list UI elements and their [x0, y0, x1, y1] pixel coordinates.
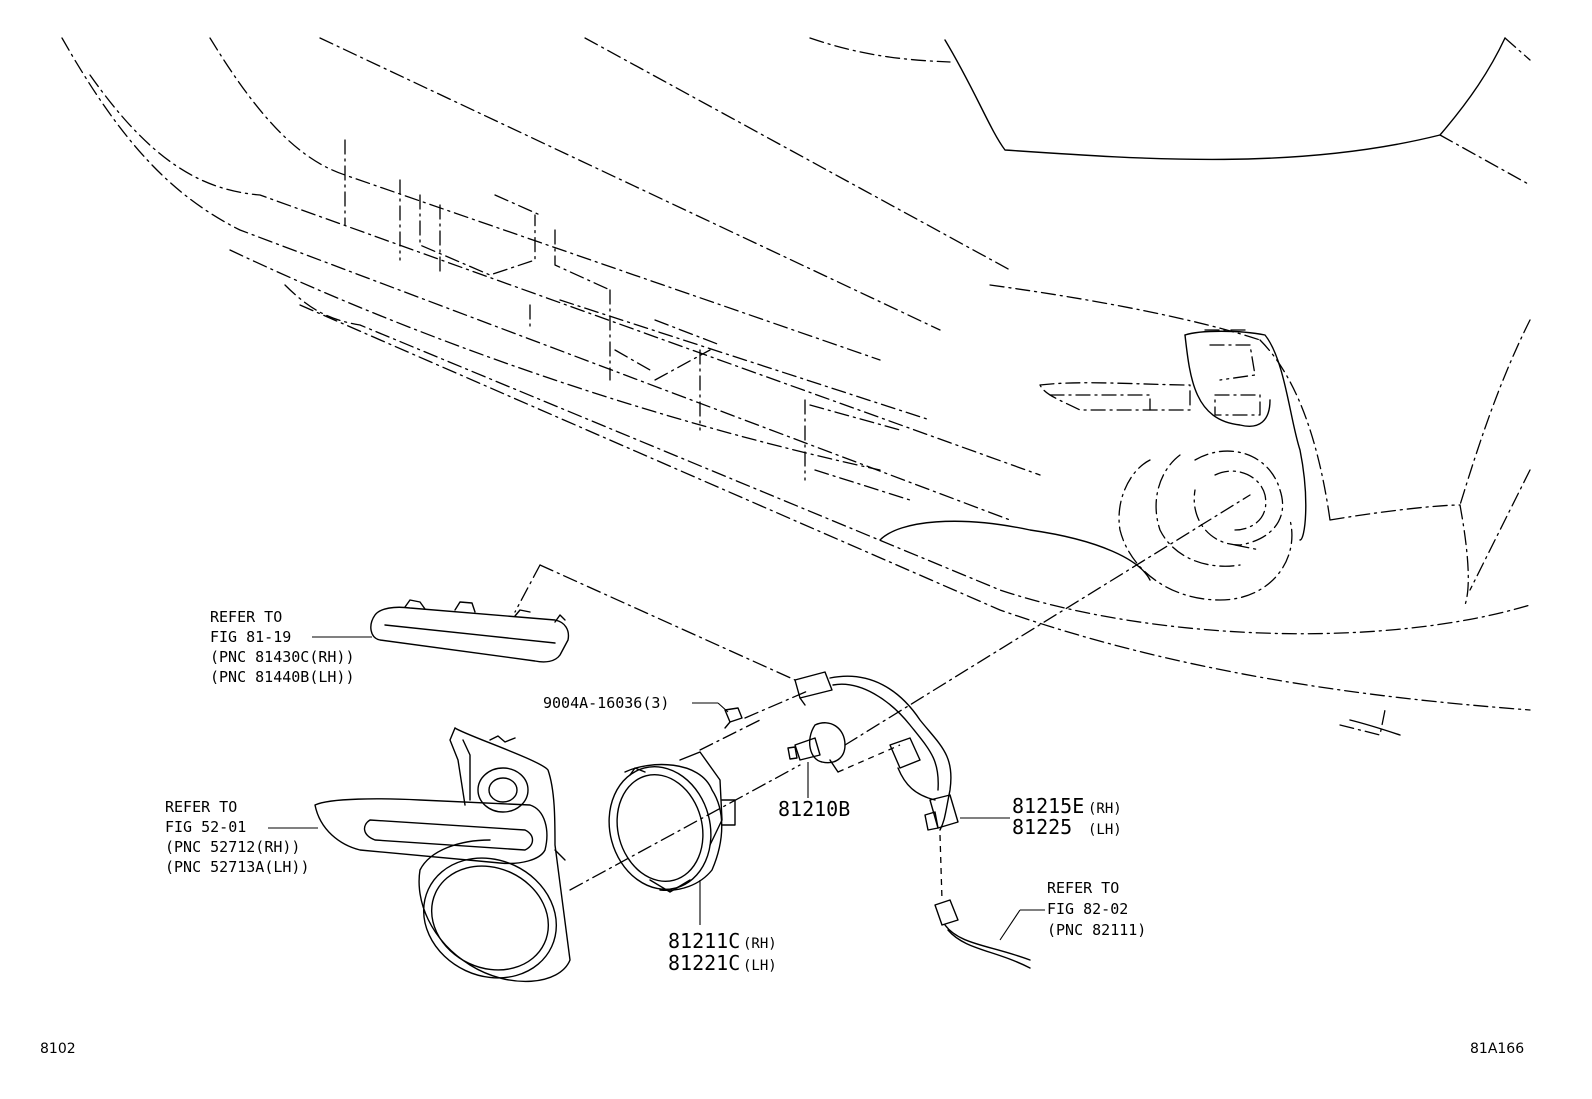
socket-wire-harness [794, 671, 1031, 969]
callout-text: (PNC 52712(RH)) [165, 838, 300, 856]
bulb-part [787, 722, 846, 773]
screw-part-number: 9004A-16036(3) [543, 694, 669, 712]
bulb-part-number: 81210B [778, 797, 850, 821]
side-label: (RH) [1088, 801, 1122, 817]
callout-text: FIG 82-02 [1047, 900, 1128, 918]
side-label: (RH) [743, 936, 777, 952]
callout-text: REFER TO [165, 798, 237, 816]
callout-fig-81-19: REFER TO FIG 81-19 (PNC 81430C(RH)) (PNC… [210, 608, 355, 686]
lamp-part-numbers: 81211C (RH) 81221C (LH) [668, 929, 777, 975]
part-number: 81225 [1012, 815, 1072, 839]
callout-text: REFER TO [210, 608, 282, 626]
leader-lines [268, 636, 1045, 941]
callout-text: (PNC 82111) [1047, 921, 1146, 939]
side-label: (LH) [743, 958, 777, 974]
vehicle-grille [344, 139, 931, 501]
socket-part-numbers: 81215E (RH) 81225 (LH) [1012, 794, 1122, 839]
callout-text: (PNC 81440B(LH)) [210, 668, 355, 686]
side-label: (LH) [1088, 822, 1122, 838]
foglamp-unit [608, 751, 736, 893]
callout-fig-82-02: REFER TO FIG 82-02 (PNC 82111) [1047, 879, 1146, 939]
vehicle-foglamp-area [1039, 329, 1307, 601]
callout-text: REFER TO [1047, 879, 1119, 897]
side-lamp-unit [370, 599, 570, 663]
part-number: 81211C [668, 929, 740, 953]
callout-fig-52-01: REFER TO FIG 52-01 (PNC 52712(RH)) (PNC … [165, 798, 310, 876]
foglamp-cover-bezel [314, 727, 571, 983]
figure-code-right: 81A166 [1470, 1041, 1524, 1057]
figure-code-left: 8102 [40, 1041, 76, 1057]
callout-text: FIG 81-19 [210, 628, 291, 646]
vehicle-bumper-outline [61, 37, 1531, 736]
callout-text: (PNC 81430C(RH)) [210, 648, 355, 666]
callout-text: FIG 52-01 [165, 818, 246, 836]
assembly-guide-lines [514, 494, 1251, 901]
callout-text: (PNC 52713A(LH)) [165, 858, 310, 876]
screw-part [724, 707, 743, 729]
part-number: 81221C [668, 951, 740, 975]
part-number: 81215E [1012, 794, 1084, 818]
